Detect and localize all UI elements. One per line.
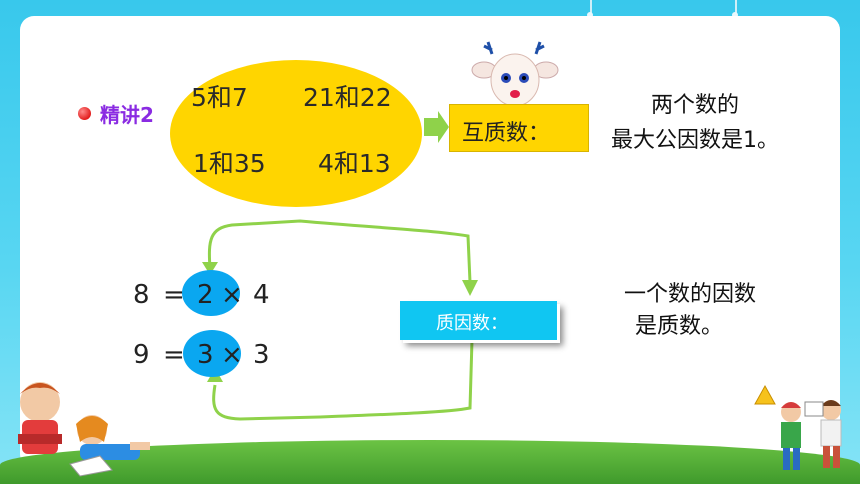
down-arrowhead-icon <box>202 262 218 275</box>
eq1-equals: = <box>163 280 185 310</box>
section-label: 精讲2 <box>100 103 154 127</box>
coprime-pair-1: 5和7 <box>191 83 248 112</box>
eq2-factor-a: 3 <box>197 340 214 370</box>
eq1-times: × <box>221 280 243 310</box>
eq1-factor-b: 4 <box>253 280 270 310</box>
right-arrow-icon <box>424 111 449 143</box>
factor-highlight-oval <box>182 270 240 316</box>
lamp-bulb <box>732 12 738 18</box>
coprime-pair-2: 21和22 <box>303 83 392 112</box>
prime-factor-term-label: 质因数： <box>436 313 508 334</box>
eq2-equals: = <box>163 340 185 370</box>
bottom-connector-line <box>212 339 474 421</box>
slide-panel <box>20 16 840 468</box>
top-connector-line <box>207 219 472 283</box>
prime-factor-definition-line-2: 是质数。 <box>634 314 723 339</box>
bullet-dot-icon <box>78 107 91 120</box>
coprime-definition-line-2: 最大公因数是1。 <box>611 128 779 153</box>
eq2-factor-b: 3 <box>253 340 270 370</box>
prime-factor-definition-line-1: 一个数的因数 <box>623 282 756 307</box>
coprime-term-label: 互质数： <box>462 121 551 146</box>
coprime-pair-3: 1和35 <box>193 149 266 178</box>
deer-head-icon <box>471 41 559 107</box>
factor-highlight-oval <box>183 330 241 377</box>
hanging-lamp <box>735 0 737 14</box>
coprime-term-box: 互质数： <box>449 104 589 152</box>
coprime-definition-line-1: 两个数的 <box>650 93 739 118</box>
children-playing-illustration <box>754 384 842 470</box>
eq1-factor-a: 2 <box>197 280 214 310</box>
eq2-left: 9 <box>133 340 150 370</box>
coprime-pair-4: 4和13 <box>318 149 391 178</box>
prime-factor-term-box: 质因数： <box>400 301 557 340</box>
down-arrowhead-icon <box>462 280 478 296</box>
children-reading-illustration <box>18 382 150 477</box>
eq1-left: 8 <box>133 280 150 310</box>
coprime-examples-ellipse <box>170 60 422 207</box>
hanging-lamp <box>590 0 592 14</box>
lamp-bulb <box>587 12 593 18</box>
eq2-times: × <box>221 340 243 370</box>
